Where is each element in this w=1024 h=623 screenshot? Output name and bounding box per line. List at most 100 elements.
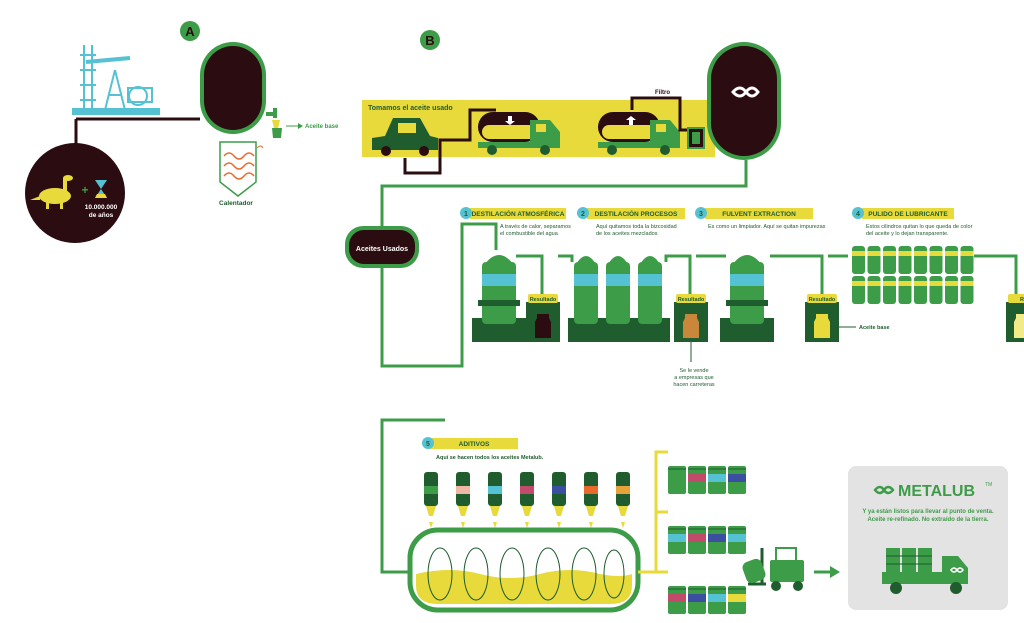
car-icon [372,118,438,156]
result-3-label: Resultado [809,297,836,303]
additive-bottle [456,472,470,543]
marker-b-badge [420,30,440,50]
delivery-truck-icon [882,548,968,594]
pipe-to-drums [638,450,668,574]
oil-drum [708,466,726,494]
polishing-cylinder [914,246,927,274]
pipe-3-to-result [770,254,824,300]
metalub-logo-icon [873,485,895,495]
step-2-number: 2 [581,211,585,218]
heater-icon [219,141,264,197]
pipe-tank-to-used [380,160,748,228]
step-5-header: 5 ADITIVOS Aquí se hacen todos los aceit… [422,437,544,461]
additive-bottle [552,472,566,543]
additive-bottle [584,472,598,543]
section-a: A + [25,21,339,243]
hose-truck-to-filter [630,96,690,132]
step-4-desc-2: del aceite y lo dejan transparente. [866,231,949,237]
arrow-head-icon [298,123,303,129]
forklift-icon [742,547,804,591]
oil-drum [668,466,686,494]
oil-drum [668,526,686,554]
pipe-4-to-result [974,254,1018,300]
filter-label: Filtro [655,90,670,96]
bottle-yellow-icon [814,314,830,338]
result-4: Resultado [1006,294,1024,342]
step-4-desc-1: Estos cilindros quitan lo que queda de c… [866,224,973,230]
bottle-amber-icon [683,314,699,338]
result-2-label: Resultado [678,297,705,303]
arrow-to-panel-icon [830,566,840,578]
metalub-brand: METALUB [898,483,975,500]
filter-icon [687,127,705,149]
step-1-desc-1: A través de calor, separamos [500,224,571,230]
step-1-title: DESTILACIÓN ATMOSFÉRICA [472,209,565,218]
base-oil-result-label: Aceite base [859,325,890,331]
collection-title: Tomamos el aceite usado [368,105,453,112]
polishing-cylinder [867,276,881,304]
tap-icon [266,108,280,128]
step-3-header: 3 FULVENT EXTRACTION Es como un limpiado… [695,207,826,230]
polishing-cylinder [898,246,912,274]
oil-drum [708,526,726,554]
step-2-header: 2 DESTILACIÓN PROCESOS Aquí quitamos tod… [577,207,685,237]
polishing-cylinder [960,276,974,304]
plus-sign: + [81,183,88,197]
polishing-cylinder [945,276,958,304]
extraction-column-3 [720,255,774,342]
tanker-truck-2 [598,112,680,155]
hourglass-icon [95,180,107,198]
asphalt-note-2: a empresas que [674,375,713,381]
polishing-cylinder [852,246,865,274]
pump-base [72,108,160,115]
storage-tank-a [200,42,266,134]
step-1-header: 1 DESTILACIÓN ATMOSFÉRICA A través de ca… [460,207,571,237]
oil-drum [728,526,746,554]
distillation-columns-2 [568,256,670,342]
marker-a-badge [180,21,200,41]
step-3-desc-1: Es como un limpiador. Aquí se quitan imp… [708,224,826,230]
years-unit: de años [89,212,114,219]
step-5-number: 5 [426,441,430,448]
oil-drum [688,526,706,554]
result-1-label: Resultado [530,297,557,303]
pipe-used-to-column [380,222,498,368]
marker-b: B [425,33,434,48]
step-1-desc-2: el combustible del agua [500,231,559,237]
step-1-number: 1 [464,211,468,218]
mixer-tank [407,527,641,613]
dinosaur-icon [30,175,73,209]
oil-drum [668,586,686,614]
pipe-2-to-result [664,254,692,300]
step-5-title: ADITIVOS [459,441,490,448]
result-1: Resultado [526,294,560,342]
polishing-cylinder [929,246,943,274]
metalub-panel: METALUB TM Y ya están listos para llevar… [848,466,1008,610]
panel-line-2: Aceite re-refinado. No extraído de la ti… [867,517,988,523]
result-4-label: Resultado [1020,297,1024,303]
pump-jack-icon [80,45,153,111]
drum-rows [668,466,746,614]
years-value: 10.000.000 [85,204,118,211]
step-4-number: 4 [856,211,860,218]
tanker-truck-1 [478,112,560,155]
marker-a: A [185,24,195,39]
metalub-tm: TM [985,482,992,488]
result-3: Resultado Aceite base [805,294,890,342]
polishing-cylinder [867,246,881,274]
distillation-column-1 [472,255,526,342]
step-2-desc-1: Aquí quitamos toda la bizcosidad [596,224,677,230]
oil-drum [728,466,746,494]
base-oil-label-a: Aceite base [305,124,339,130]
panel-line-1: Y ya están listos para llevar al punto d… [862,509,994,515]
pipe-to-mixer [380,418,445,574]
bottle-dark-icon [535,314,551,338]
polishing-cylinder [883,276,896,304]
underground-oil-circle [25,143,125,243]
bottle-clear-icon [1014,314,1024,338]
step-4-title: PULIDO DE LUBRICANTE [868,211,948,218]
used-oils-tank [345,226,419,268]
used-oils-label: Aceites Usados [356,246,408,253]
